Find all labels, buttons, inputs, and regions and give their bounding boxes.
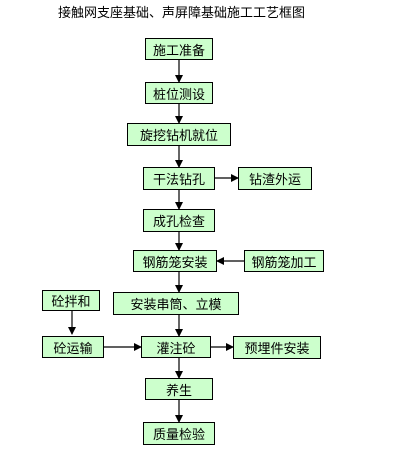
step-prepare-box: 施工准备 [145,38,213,60]
step-hole-check-box: 成孔检查 [143,209,215,232]
step-cage-install-box: 钢筋笼安装 [133,250,217,272]
step-concrete-mix-box: 砼拌和 [42,290,100,311]
step-tube-form-box: 安装串筒、立模 [113,292,239,315]
step-dry-drill-box: 干法钻孔 [143,167,215,190]
step-embedded-install-box: 预埋件安装 [233,336,321,359]
step-curing-box: 养生 [145,378,213,400]
step-cage-fab-box: 钢筋笼加工 [244,250,324,272]
step-spoil-out-box: 钻渣外运 [238,167,312,190]
step-pour-box: 灌注砼 [141,336,211,358]
step-rig-setup-box: 旋挖钻机就位 [127,123,231,146]
diagram-title: 接触网支座基础、声屏障基础施工工艺框图 [58,6,306,21]
step-survey-box: 桩位测设 [145,82,213,104]
step-inspection-box: 质量检验 [143,422,215,445]
step-concrete-transport-box: 砼运输 [42,336,104,358]
